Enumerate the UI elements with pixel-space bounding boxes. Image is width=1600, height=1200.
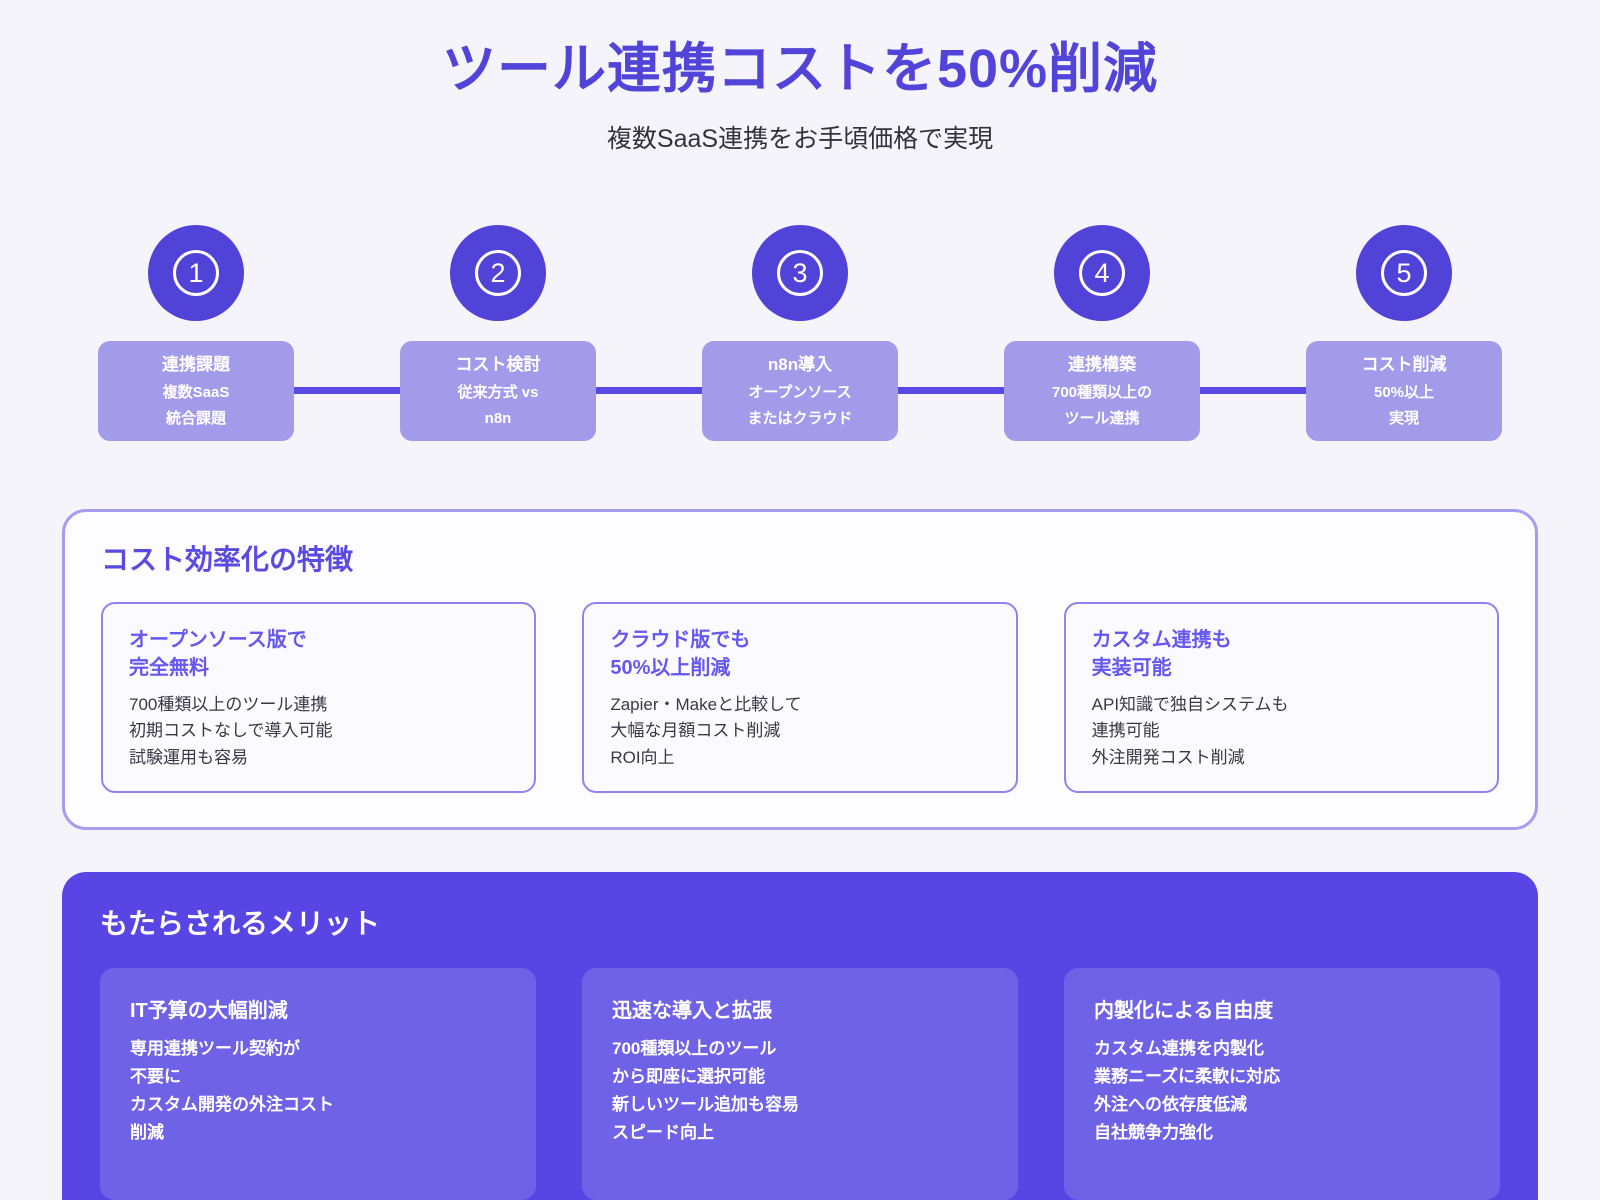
step-5-subtext: 50%以上 実現 xyxy=(1373,383,1435,427)
features-section: コスト効率化の特徴 オープンソース版で 完全無料 700種類以上のツール連携 初… xyxy=(62,509,1538,831)
feature-card-title: オープンソース版で 完全無料 xyxy=(129,629,307,679)
step-5-title: コスト削減 xyxy=(1361,354,1447,374)
page-title: ツール連携コストを50%削減 xyxy=(441,39,1159,99)
step-2-box: コスト検討 従来方式 vs n8n xyxy=(400,341,596,441)
step-5-number: 5 xyxy=(1381,250,1427,296)
feature-card-body: 700種類以上のツール連携 初期コストなしで導入可能 試験運用も容易 xyxy=(129,695,333,767)
step-4-circle: 4 xyxy=(1054,225,1150,321)
step-3-title: n8n導入 xyxy=(767,354,833,374)
feature-card-opensource: オープンソース版で 完全無料 700種類以上のツール連携 初期コストなしで導入可… xyxy=(101,602,537,794)
step-3-circle: 3 xyxy=(752,225,848,321)
step-1-box: 連携課題 複数SaaS 統合課題 xyxy=(98,341,294,441)
benefits-section: もたらされるメリット IT予算の大幅削減 専用連携ツール契約が 不要に カスタム… xyxy=(62,872,1538,1200)
feature-card-custom: カスタム連携も 実装可能 API知識で独自システムも 連携可能 外注開発コスト削… xyxy=(1063,602,1499,794)
feature-card-title: クラウド版でも 50%以上削減 xyxy=(610,629,751,679)
feature-card-cloud: クラウド版でも 50%以上削減 Zapier・Makeと比較して 大幅な月額コス… xyxy=(582,602,1018,794)
step-2-title: コスト検討 xyxy=(455,354,541,374)
step-2-number: 2 xyxy=(475,250,521,296)
page-subtitle: 複数SaaS連携をお手頃価格で実現 xyxy=(606,125,994,153)
step-4-title: 連携構築 xyxy=(1068,354,1136,374)
benefit-card-inhouse: 内製化による自由度 カスタム連携を内製化 業務ニーズに柔軟に対応 外注への依存度… xyxy=(1064,968,1500,1200)
benefits-card-row: IT予算の大幅削減 専用連携ツール契約が 不要に カスタム開発の外注コスト 削減… xyxy=(100,968,1500,1200)
step-5-box: コスト削減 50%以上 実現 xyxy=(1306,341,1502,441)
step-2: 2 コスト検討 従来方式 vs n8n xyxy=(400,225,596,441)
benefit-card-body: 700種類以上のツール から即座に選択可能 新しいツール追加も容易 スピード向上 xyxy=(612,1039,799,1143)
connector-line-1 xyxy=(294,387,400,394)
step-5-circle: 5 xyxy=(1356,225,1452,321)
step-4-subtext: 700種類以上の ツール連携 xyxy=(1051,383,1153,427)
step-5: 5 コスト削減 50%以上 実現 xyxy=(1306,225,1502,441)
step-4-number: 4 xyxy=(1079,250,1125,296)
step-3: 3 n8n導入 オープンソース またはクラウド xyxy=(702,225,898,441)
step-3-number: 3 xyxy=(777,250,823,296)
features-heading: コスト効率化の特徴 xyxy=(101,544,354,575)
benefit-card-title: IT予算の大幅削減 xyxy=(130,1000,288,1023)
benefit-card-body: 専用連携ツール契約が 不要に カスタム開発の外注コスト 削減 xyxy=(130,1039,334,1143)
step-1-subtext: 複数SaaS 統合課題 xyxy=(162,383,230,427)
step-2-circle: 2 xyxy=(450,225,546,321)
benefit-card-speed: 迅速な導入と拡張 700種類以上のツール から即座に選択可能 新しいツール追加も… xyxy=(582,968,1018,1200)
feature-card-body: API知識で独自システムも 連携可能 外注開発コスト削減 xyxy=(1091,695,1289,767)
step-3-subtext: オープンソース またはクラウド xyxy=(747,383,853,427)
features-card-row: オープンソース版で 完全無料 700種類以上のツール連携 初期コストなしで導入可… xyxy=(101,602,1499,794)
feature-card-body: Zapier・Makeと比較して 大幅な月額コスト削減 ROI向上 xyxy=(610,695,802,767)
benefit-card-title: 内製化による自由度 xyxy=(1094,1000,1274,1023)
connector-line-3 xyxy=(898,387,1004,394)
step-4: 4 連携構築 700種類以上の ツール連携 xyxy=(1004,225,1200,441)
step-2-subtext: 従来方式 vs n8n xyxy=(457,383,539,427)
connector-line-4 xyxy=(1200,387,1306,394)
step-flow: 1 連携課題 複数SaaS 統合課題 2 コスト検討 従来方式 vs n8n 3 xyxy=(98,225,1502,441)
step-1-title: 連携課題 xyxy=(162,354,230,374)
step-1-circle: 1 xyxy=(148,225,244,321)
step-4-box: 連携構築 700種類以上の ツール連携 xyxy=(1004,341,1200,441)
connector-line-2 xyxy=(596,387,702,394)
benefits-heading: もたらされるメリット xyxy=(100,908,381,940)
benefit-card-budget: IT予算の大幅削減 専用連携ツール契約が 不要に カスタム開発の外注コスト 削減 xyxy=(100,968,536,1200)
benefit-card-title: 迅速な導入と拡張 xyxy=(612,1000,772,1023)
step-3-box: n8n導入 オープンソース またはクラウド xyxy=(702,341,898,441)
benefit-card-body: カスタム連携を内製化 業務ニーズに柔軟に対応 外注への依存度低減 自社競争力強化 xyxy=(1094,1039,1281,1143)
feature-card-title: カスタム連携も 実装可能 xyxy=(1091,629,1232,679)
step-1-number: 1 xyxy=(173,250,219,296)
step-1: 1 連携課題 複数SaaS 統合課題 xyxy=(98,225,294,441)
